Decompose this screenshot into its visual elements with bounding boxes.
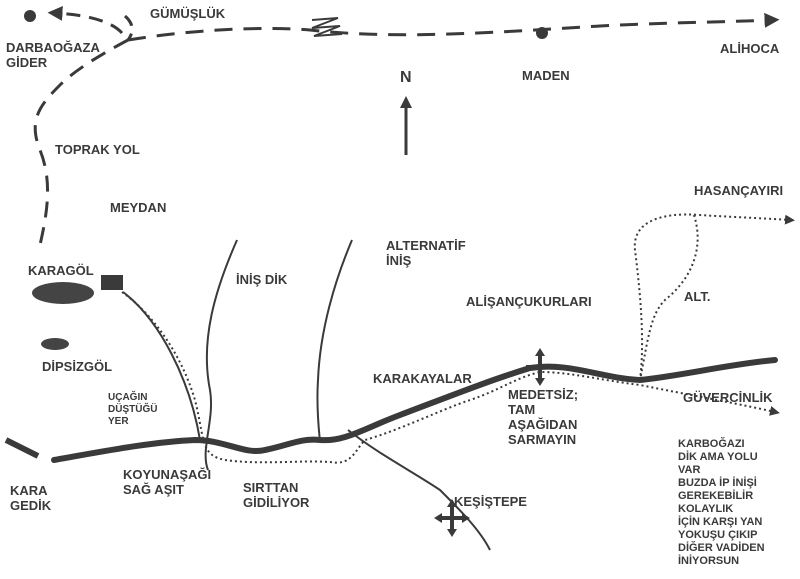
label-karakayalar: KARAKAYALAR xyxy=(373,371,472,386)
label-karbogazi-note: KARBOĞAZI DİK AMA YOLU VAR BUZDA İP İNİŞ… xyxy=(678,438,765,567)
label-alihoca: ALİHOCA xyxy=(720,41,780,56)
label-ucagin-dustugu-yer: UÇAĞIN DÜŞTÜĞÜ YER xyxy=(108,392,158,427)
label-alisancukurlari: ALİŞANÇUKURLARI xyxy=(466,294,592,309)
karagol-lake xyxy=(32,282,94,304)
label-kara-gedik: KARA GEDİK xyxy=(10,483,52,513)
label-darbogaz: DARBAOĞAZA GİDER xyxy=(6,40,100,70)
dotted-trail-hasancayiri xyxy=(633,213,795,381)
descent-steep xyxy=(204,239,238,471)
label-dipsizgol: DİPSİZGÖL xyxy=(42,359,113,374)
label-hasancayiri: HASANÇAYIRI xyxy=(694,183,784,198)
dotted-trail-main xyxy=(121,291,780,464)
medetsiz-cross-icon xyxy=(526,348,554,386)
dirt-road-north-link xyxy=(123,14,134,41)
dotted-trail-alt xyxy=(639,214,699,381)
label-gumusluk: GÜMÜŞLÜK xyxy=(150,6,226,21)
label-kesistepe: KEŞİŞTEPE xyxy=(454,494,527,509)
main-route xyxy=(51,357,778,463)
maden-dot xyxy=(536,27,548,39)
gumusluk-dot xyxy=(24,10,36,22)
label-north: N xyxy=(400,69,412,86)
label-alternatif-inis: ALTERNATİF İNİŞ xyxy=(386,238,466,268)
label-meydan: MEYDAN xyxy=(110,200,167,215)
label-toprak-yol: TOPRAK YOL xyxy=(55,142,140,157)
kara-gedik-dash xyxy=(4,437,40,459)
kesistepe-path xyxy=(347,429,491,551)
switchback-icon xyxy=(311,17,343,37)
label-karagol: KARAGÖL xyxy=(28,263,94,278)
label-medetsiz: MEDETSİZ; TAM AŞAĞIDAN SARMAYIN xyxy=(508,387,579,447)
shelter-square xyxy=(101,275,123,290)
dirt-road-southwest xyxy=(33,38,129,246)
kesistepe-cross-icon xyxy=(434,499,470,537)
label-guvercinlik: GÜVERCİNLİK xyxy=(683,390,773,405)
dirt-road-west xyxy=(47,5,124,35)
ridge-spur xyxy=(122,291,201,441)
dirt-road-main xyxy=(127,12,780,42)
descent-alternative xyxy=(316,239,353,443)
label-alt: ALT. xyxy=(684,289,711,304)
label-inis-dik: İNİŞ DİK xyxy=(236,272,288,287)
label-maden: MADEN xyxy=(522,68,570,83)
label-sirttan: SIRTTAN GİDİLİYOR xyxy=(243,480,310,510)
dipsizgol-lake xyxy=(41,338,69,350)
north-arrow-head xyxy=(400,96,412,108)
label-koyunasagi: KOYUNAŞAĞI SAĞ AŞIT xyxy=(123,467,212,497)
